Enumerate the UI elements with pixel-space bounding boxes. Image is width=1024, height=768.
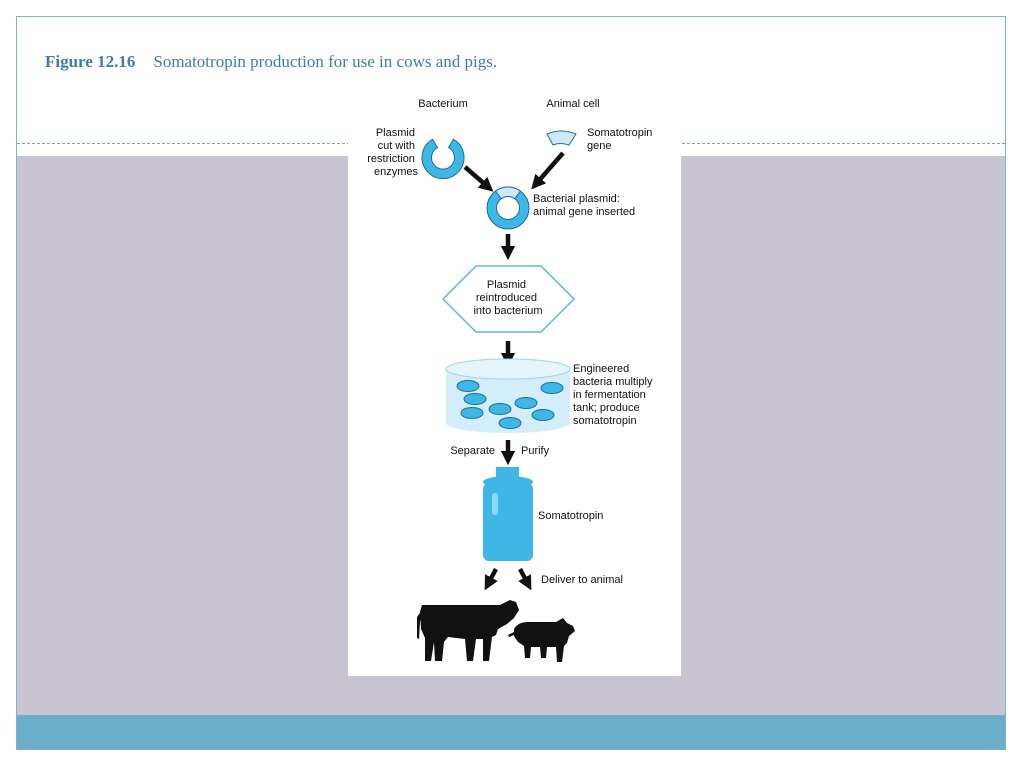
slide-footer-band bbox=[17, 715, 1005, 749]
bacterium-cell bbox=[540, 382, 564, 394]
recombinant-plasmid-icon bbox=[486, 186, 530, 230]
somatotropin-bottle-icon bbox=[483, 467, 533, 561]
arrow-to-pig bbox=[518, 567, 532, 591]
arrow-gene-to-insert bbox=[531, 151, 565, 190]
bacterium-cell bbox=[531, 409, 555, 421]
cut-plasmid-icon bbox=[421, 138, 465, 179]
slide-title: Figure 12.16 Somatotropin production for … bbox=[45, 52, 497, 72]
arrow-plasmid-to-insert bbox=[463, 165, 494, 192]
deliver-label: Deliver to animal bbox=[541, 574, 623, 586]
gene-fragment-icon bbox=[546, 130, 577, 146]
somatotropin-diagram: Bacterium Animal cell Plasmid cut with r… bbox=[367, 98, 656, 662]
bacteria-cells bbox=[456, 380, 564, 429]
fermentation-label: Engineered bacteria multiply in fermenta… bbox=[573, 363, 656, 427]
figure-caption: Somatotropin production for use in cows … bbox=[153, 52, 498, 71]
cow-icon bbox=[417, 600, 519, 661]
inserted-label: Bacterial plasmid: animal gene inserted bbox=[533, 193, 635, 218]
bacterium-cell bbox=[498, 417, 522, 429]
animal-cell-label: Animal cell bbox=[546, 98, 599, 110]
figure-number: Figure 12.16 bbox=[45, 52, 136, 71]
reintroduce-hexagon bbox=[441, 265, 576, 333]
bacterium-cell bbox=[488, 403, 512, 415]
plasmid-cut-label: Plasmid cut with restriction enzymes bbox=[367, 127, 418, 178]
arrow-to-cow bbox=[484, 567, 498, 591]
figure-panel: Bacterium Animal cell Plasmid cut with r… bbox=[348, 90, 681, 676]
bacterium-label: Bacterium bbox=[418, 98, 468, 110]
gene-label: Somatotropin gene bbox=[587, 127, 656, 152]
bacterium-cell bbox=[463, 393, 487, 405]
reintroduced-label: Plasmid reintroduced into bacterium bbox=[473, 279, 542, 317]
separate-label: Separate bbox=[450, 445, 495, 457]
bacterium-cell bbox=[460, 407, 484, 419]
pig-icon bbox=[508, 618, 575, 662]
product-label: Somatotropin bbox=[538, 510, 603, 522]
purify-label: Purify bbox=[521, 445, 550, 457]
bacterium-cell bbox=[456, 380, 480, 392]
bacterium-cell bbox=[514, 397, 538, 409]
